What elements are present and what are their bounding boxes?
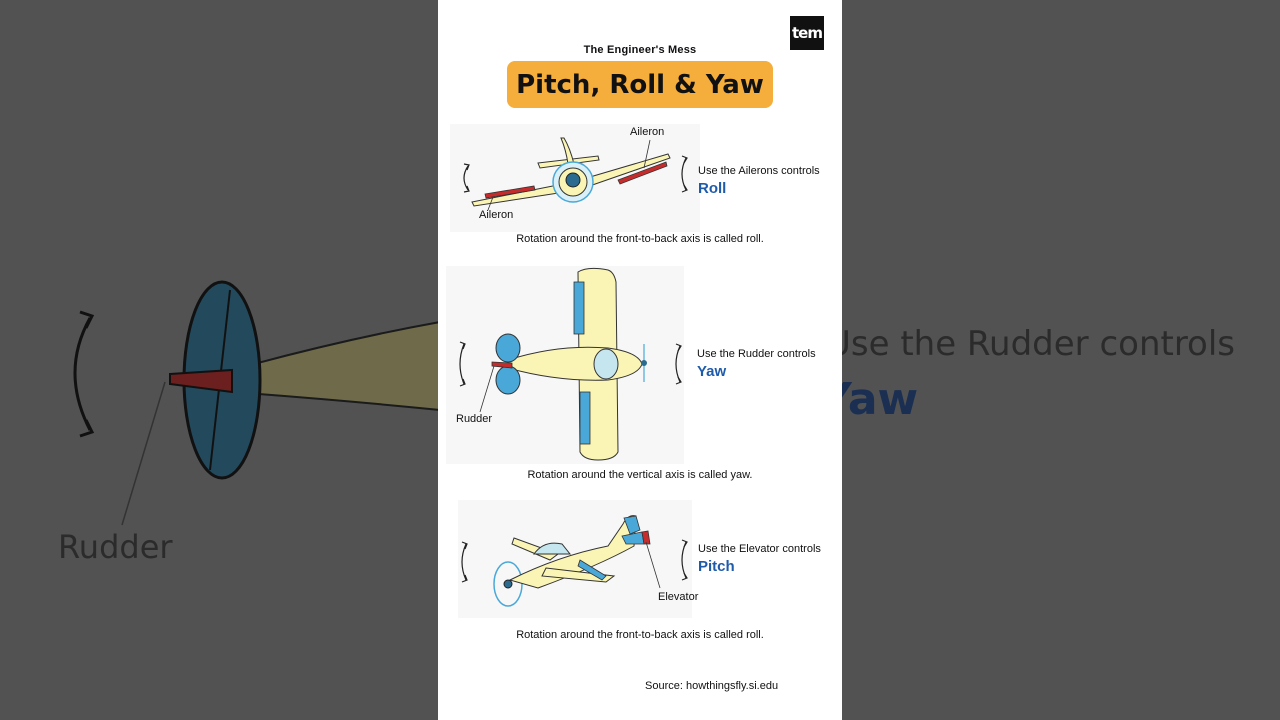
roll-plane-illustration — [463, 137, 688, 211]
pitch-plane-illustration — [461, 515, 688, 607]
background-rudder-label: Rudder — [58, 528, 173, 566]
aileron-label-top: Aileron — [630, 126, 665, 138]
yaw-caption: Rotation around the vertical axis is cal… — [527, 469, 753, 481]
elevator-label: Elevator — [658, 591, 699, 603]
yaw-control-text: Use the Rudder controls — [697, 348, 816, 360]
roll-axis-name: Roll — [698, 180, 727, 197]
pitch-axis-name: Pitch — [698, 558, 735, 575]
brand-logo: tem — [790, 16, 824, 50]
infographic-card: The Engineer's Mess tem Pitch, Roll & Ya… — [438, 0, 842, 720]
roll-caption: Rotation around the front-to-back axis i… — [516, 233, 764, 245]
source-credit: Source: howthingsfly.si.edu — [645, 680, 779, 692]
roll-control-text: Use the Ailerons controls — [698, 165, 820, 177]
yaw-axis-name: Yaw — [697, 363, 727, 380]
aileron-label-bottom: Aileron — [479, 209, 514, 221]
pitch-control-text: Use the Elevator controls — [698, 543, 821, 555]
pitch-caption: Rotation around the front-to-back axis i… — [516, 629, 764, 641]
background-rudder-controls-text: Use the Rudder controls — [826, 324, 1236, 364]
page-title: Pitch, Roll & Yaw — [507, 61, 773, 108]
brand-name: The Engineer's Mess — [583, 44, 697, 56]
yaw-plane-illustration — [459, 267, 682, 461]
background-plane-tail — [73, 280, 441, 526]
rudder-label: Rudder — [456, 413, 493, 425]
